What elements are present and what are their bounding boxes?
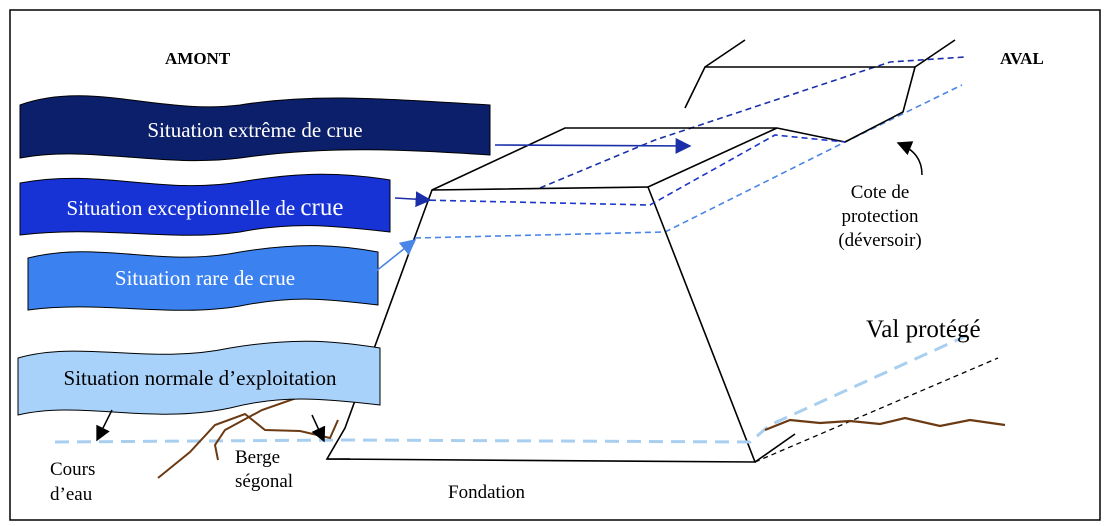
banner-normale-label: Situation normale d’exploitation	[64, 366, 337, 390]
label-cours-1: Cours	[50, 459, 95, 480]
banner-extreme: Situation extrême de crue	[19, 95, 491, 162]
arrow-normal-1	[96, 409, 113, 442]
arrow-cote	[896, 141, 923, 176]
line-normal-water	[54, 333, 969, 444]
arrow-extreme	[494, 137, 692, 154]
label-val-protege: Val protégé	[866, 316, 981, 343]
arrow-exceptional	[394, 191, 432, 208]
ground-left	[157, 412, 339, 479]
line-rare-face	[414, 231, 666, 239]
arrow-normal-2	[311, 414, 326, 443]
label-aval: AVAL	[1000, 49, 1044, 68]
banner-rare-label: Situation rare de crue	[115, 266, 295, 290]
banner-exceptionnelle-label: Situation exceptionnelle de crue	[67, 194, 344, 221]
arrow-rare	[374, 239, 417, 273]
ground-right	[764, 416, 1006, 432]
label-berge-1: Berge	[235, 447, 280, 468]
line-exceptional-level	[419, 134, 846, 206]
banner-normale: Situation normale d’exploitation	[17, 340, 381, 416]
label-cote-2: protection	[841, 206, 919, 227]
frame-border	[9, 9, 1101, 521]
label-berge-2: ségonal	[235, 471, 293, 492]
label-cote-3: (déversoir)	[838, 230, 921, 251]
label-cote-1: Cote de	[851, 182, 910, 203]
label-amont: AMONT	[165, 49, 231, 68]
label-cours-2: d’eau	[50, 484, 93, 505]
line-back-edge	[754, 357, 999, 463]
label-fondation: Fondation	[448, 482, 526, 503]
banner-exceptionnelle: Situation exceptionnelle de crue	[19, 173, 391, 236]
banner-extreme-label: Situation extrême de crue	[147, 118, 362, 142]
ground-berge	[213, 394, 306, 461]
banner-rare: Situation rare de crue	[27, 245, 379, 311]
